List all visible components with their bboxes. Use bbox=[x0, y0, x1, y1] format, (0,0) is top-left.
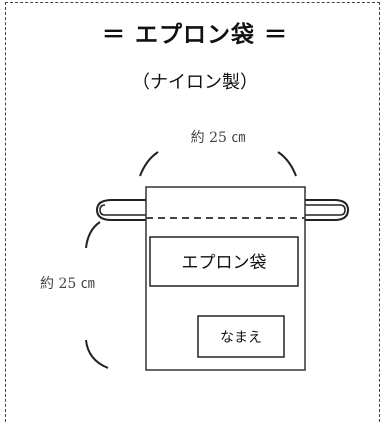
apron-bag-diagram: 約 25 ㎝ エプロン袋 なまえ 約 25 ㎝ bbox=[30, 130, 350, 371]
bag-label-text: エプロン袋 bbox=[182, 253, 267, 273]
name-box bbox=[197, 315, 285, 358]
drawstring-inner-right bbox=[305, 204, 346, 216]
drawstring-inner-left bbox=[99, 204, 146, 216]
height-bracket-bottom bbox=[85, 339, 109, 369]
height-bracket-top bbox=[85, 221, 101, 249]
width-dimension-label: 約 25 ㎝ bbox=[191, 130, 246, 146]
name-box-text: なまえ bbox=[220, 330, 262, 346]
page-subtitle: （ナイロン製） bbox=[132, 72, 258, 93]
drawstring-loop-left bbox=[95, 199, 146, 221]
height-label-background bbox=[30, 262, 144, 302]
bag-label-box bbox=[149, 236, 299, 287]
height-dimension-label: 約 25 ㎝ bbox=[40, 276, 95, 292]
dashed-border bbox=[5, 2, 380, 422]
page-title: ＝ エプロン袋 ＝ bbox=[101, 22, 288, 48]
width-bracket-right bbox=[277, 151, 297, 177]
drawstring-loop-right bbox=[305, 199, 350, 221]
width-bracket-left bbox=[139, 151, 159, 177]
